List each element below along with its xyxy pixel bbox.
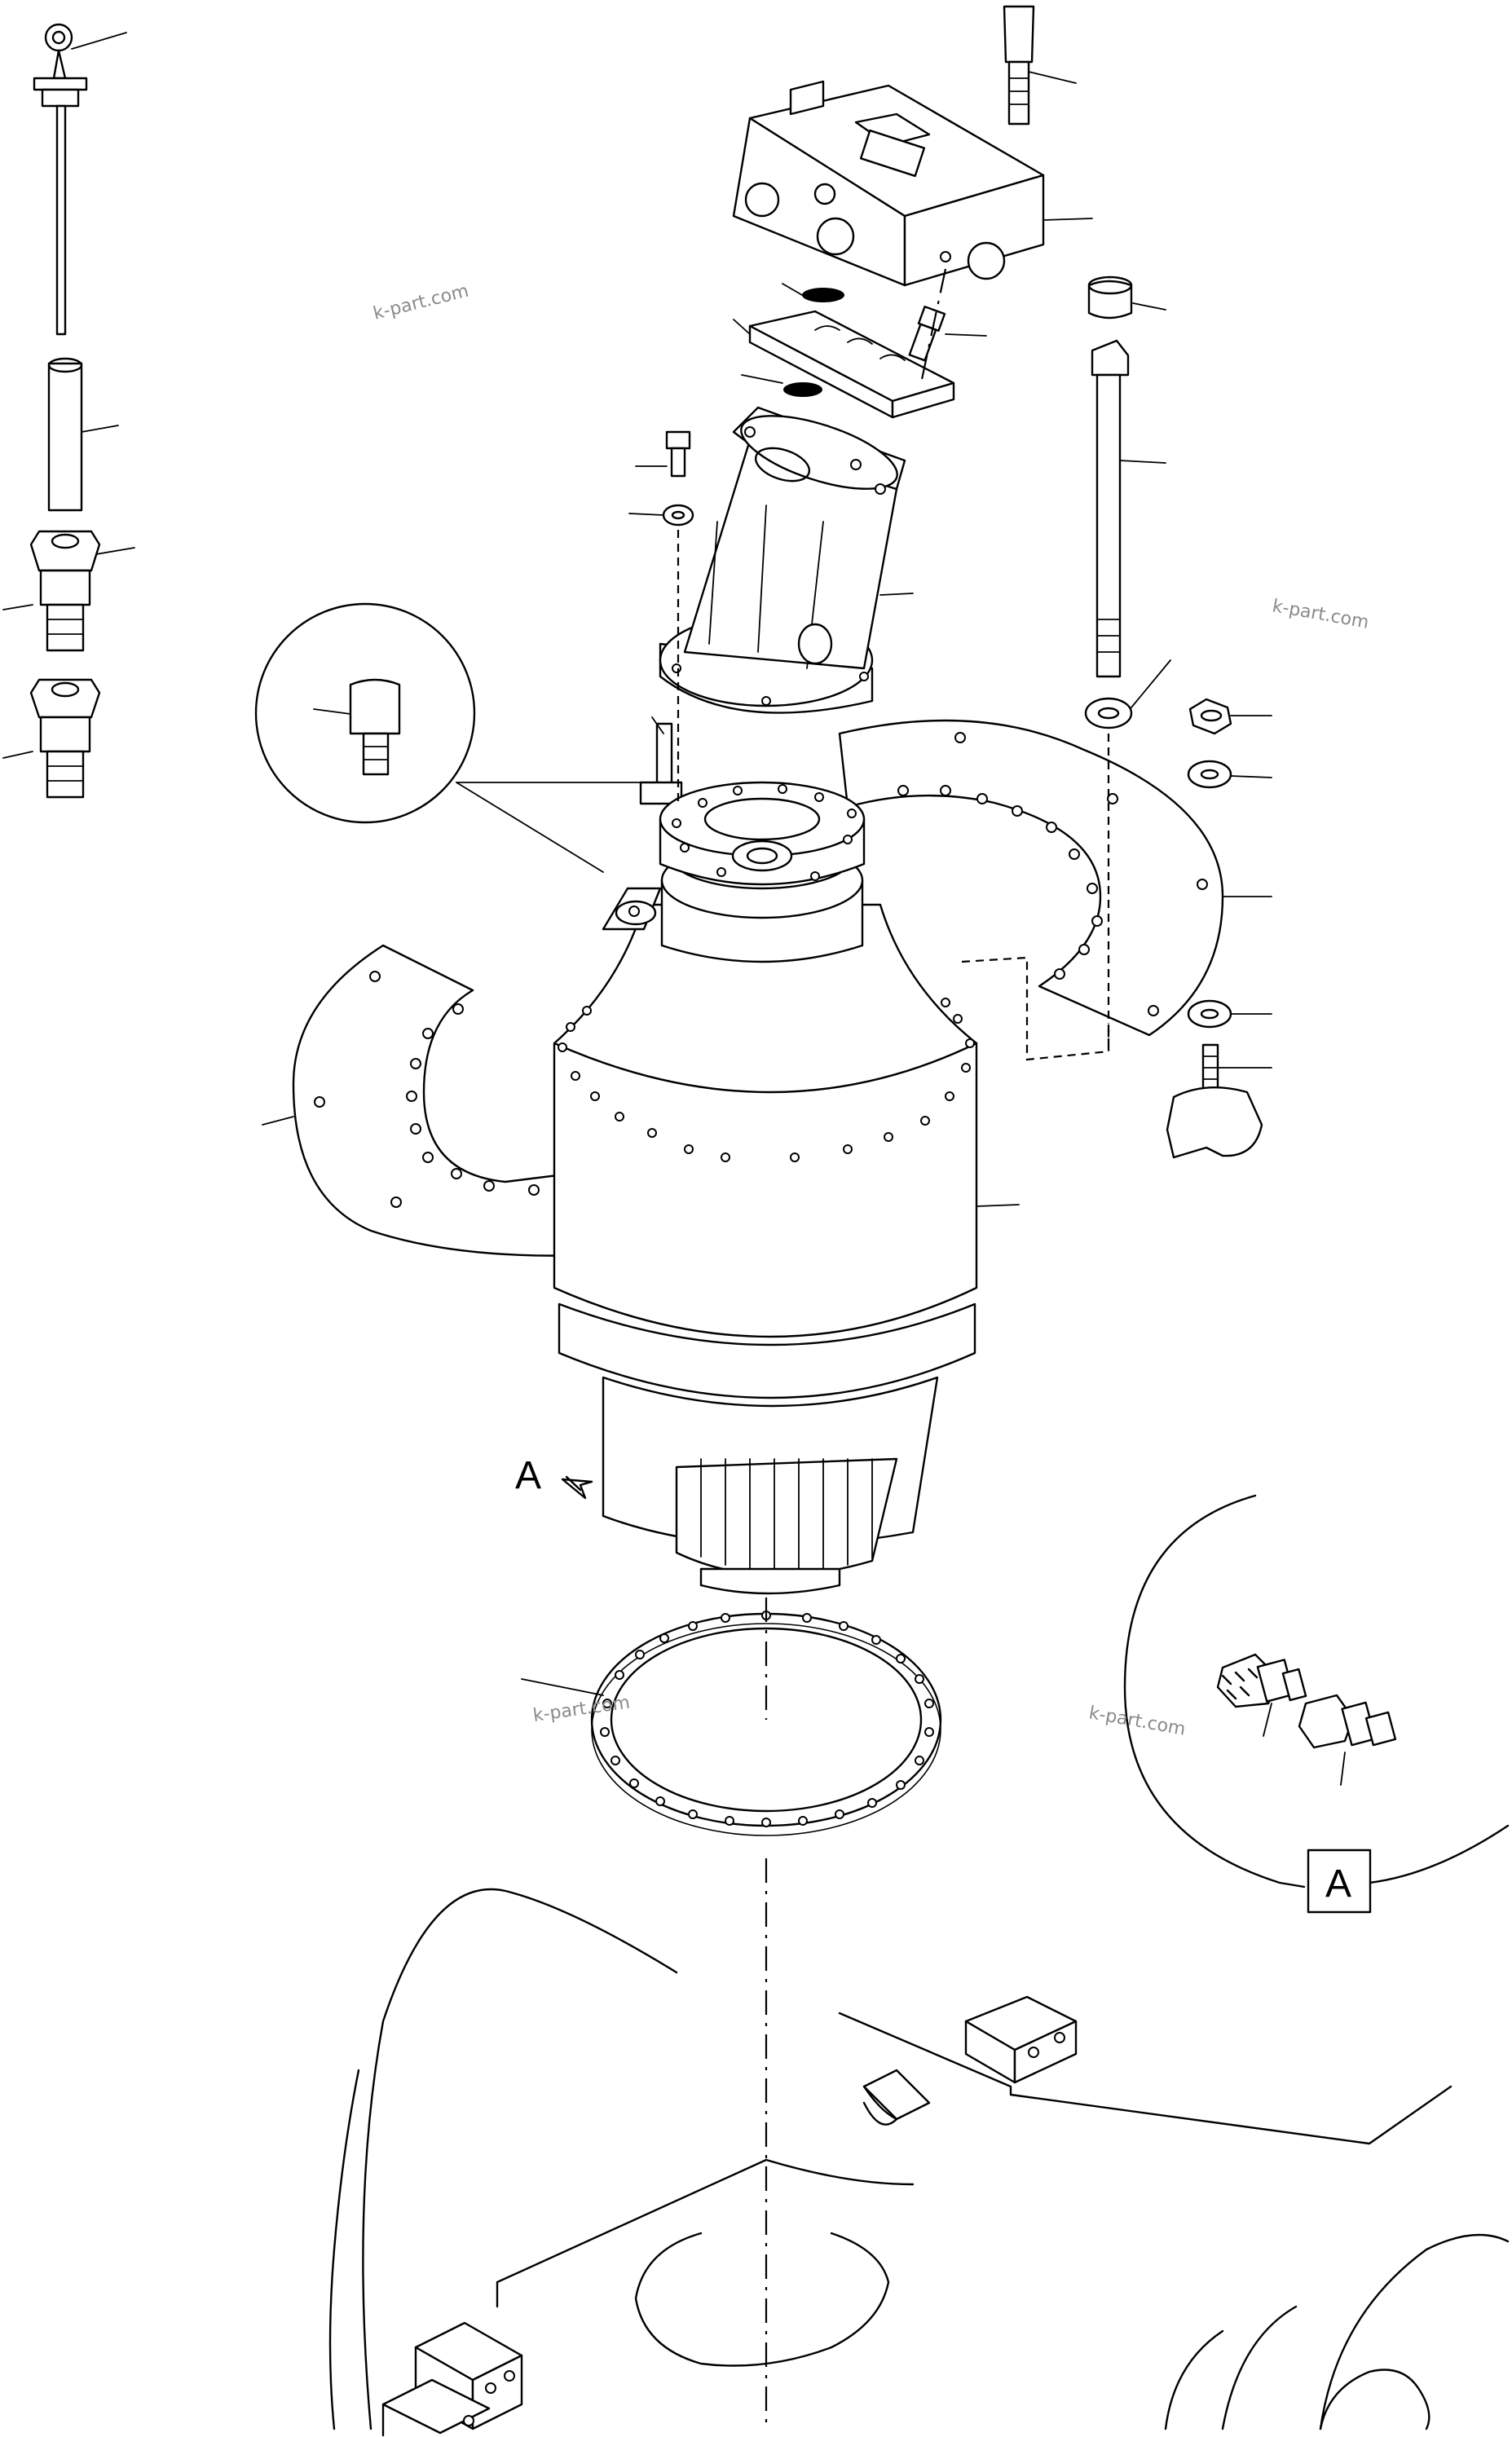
bolt-washer <box>1084 659 1171 729</box>
detail-label-a: A <box>515 1454 541 1497</box>
flat-washer-upper <box>1187 760 1272 789</box>
fitting-upper <box>2 530 135 652</box>
watermark-4: k-part.com <box>1087 1703 1187 1739</box>
flat-washer-lower <box>1187 999 1272 1029</box>
sensor-fitting-a <box>1216 1653 1307 1737</box>
upper-flange-holes <box>672 784 857 881</box>
long-cap-screw <box>1003 5 1077 126</box>
sensor-detail-inset: A <box>1123 1494 1510 1914</box>
o-ring-lower <box>741 374 822 397</box>
long-bolt <box>1091 339 1166 678</box>
rubber-cap <box>1087 275 1166 319</box>
dipstick <box>33 23 127 336</box>
motor-washer <box>628 504 694 527</box>
center-lines <box>677 268 1110 2429</box>
breather-fitting <box>639 716 683 805</box>
valve-block <box>732 80 1093 287</box>
pinion-teeth <box>700 1458 873 1572</box>
hydraulic-motor <box>659 406 914 714</box>
sensor-fitting-b <box>1298 1694 1397 1786</box>
detail-box-label-a: A <box>1325 1862 1351 1906</box>
o-ring-upper <box>782 283 844 302</box>
spacer-plate <box>733 310 955 419</box>
mount-block-upper <box>964 1995 1078 2084</box>
watermark-1: k-part.com <box>371 281 470 324</box>
fitting-lower <box>2 678 101 799</box>
mount-block-lower-b <box>381 2378 491 2437</box>
clamp-knob <box>1166 1043 1272 1159</box>
gasket-right <box>838 719 1272 1061</box>
gasket-right-holes <box>897 732 1208 1016</box>
motor-bolt <box>635 430 691 478</box>
plug-detail-inset <box>254 602 669 873</box>
body-flange-holes <box>558 998 975 1162</box>
short-cap-screw <box>908 306 987 362</box>
slewing-ring-holes <box>600 1611 934 1827</box>
watermark-2: k-part.com <box>1271 596 1370 632</box>
detail-arrow-a: A <box>515 1454 593 1500</box>
slewing-ring <box>521 1611 942 1836</box>
lower-frame <box>328 1888 1510 2430</box>
hex-nut <box>1188 698 1272 735</box>
dipstick-tube <box>47 357 119 512</box>
reduction-gearbox <box>553 781 1020 1595</box>
